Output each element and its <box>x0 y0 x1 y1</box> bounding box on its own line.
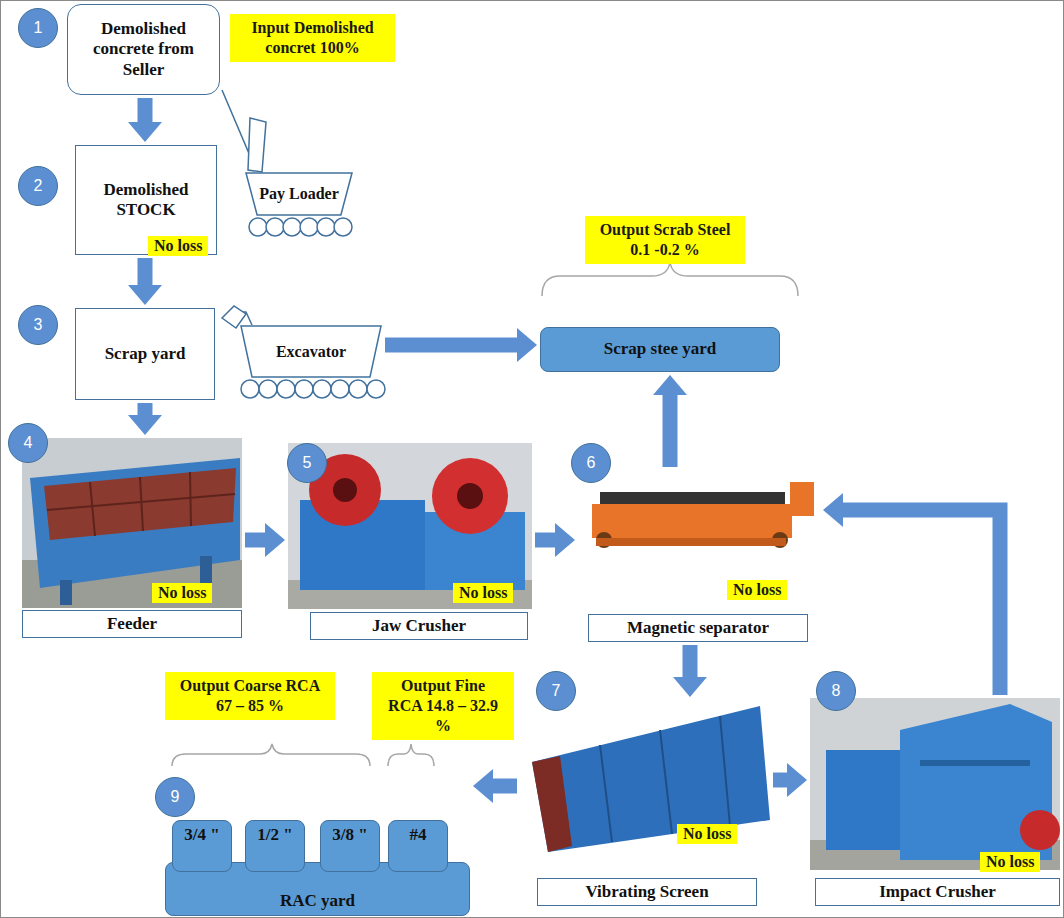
arrow-shaft <box>663 394 678 467</box>
machine-box: Excavator <box>240 325 382 378</box>
flow-arrow <box>473 769 517 803</box>
node-text: Demolished STOCK <box>82 180 210 221</box>
machine-panel: Vibrating Screen <box>520 700 770 906</box>
highlight-note: Output Coarse RCA 67 – 85 % <box>165 672 335 720</box>
loss-badge: No loss <box>727 580 787 600</box>
loss-badge: No loss <box>152 583 212 603</box>
flow-arrow <box>128 258 162 305</box>
machine-box: Pay Loader <box>245 172 353 216</box>
flow-arrow <box>385 328 537 362</box>
arrow-head <box>128 122 162 142</box>
arrow-shaft <box>492 779 517 794</box>
loss-badge: No loss <box>453 583 513 603</box>
arrow-head <box>787 763 807 797</box>
process-box: Scrap yard <box>75 308 215 400</box>
node-text: Excavator <box>276 342 346 361</box>
node-text: Pay Loader <box>259 184 339 203</box>
flow-arrow <box>673 645 707 697</box>
node-text: Scrap yard <box>105 344 186 364</box>
yard-band: RAC yard 3/4 " 1/2 " 3/8 " #4 <box>165 820 470 916</box>
arrow-head <box>473 769 493 803</box>
callout-number: 2 <box>18 166 58 206</box>
machine-caption: Vibrating Screen <box>537 878 757 906</box>
callout-number: 1 <box>18 8 58 48</box>
node-text: Scrap stee yard <box>604 339 716 359</box>
arrow-shaft <box>773 773 788 788</box>
machine-caption: Impact Crusher <box>815 878 1060 906</box>
callout-number: 8 <box>816 671 856 711</box>
callout-number: 3 <box>18 305 58 345</box>
machine-panel: Feeder <box>22 438 242 638</box>
flow-arrow <box>653 375 687 467</box>
flow-arrow <box>823 493 1000 695</box>
highlight-note: Output Scrab Steel 0.1 -0.2 % <box>585 216 745 264</box>
arrow-shaft <box>245 533 266 548</box>
highlight-note: Output Fine RCA 14.8 – 32.9 % <box>372 672 514 740</box>
loss-badge: No loss <box>980 852 1040 872</box>
machine-panel: Magnetic separator <box>578 470 820 642</box>
flow-arrow <box>128 403 162 435</box>
node-text: 1/2 " <box>248 825 302 845</box>
size-box: #4 <box>388 820 448 872</box>
callout-number: 9 <box>155 777 195 817</box>
arrow-head <box>673 677 707 697</box>
callout-number: 7 <box>536 671 576 711</box>
arrow-shaft <box>683 645 698 678</box>
node-text: #4 <box>391 825 445 845</box>
size-box: 3/8 " <box>320 820 380 872</box>
arrow-head <box>128 415 162 435</box>
machine-caption: Jaw Crusher <box>310 612 528 640</box>
arrow-shaft <box>385 338 518 353</box>
arrow-head <box>517 328 537 362</box>
size-box: 3/4 " <box>172 820 232 872</box>
node-text: Demolished concrete from Seller <box>74 19 213 80</box>
process-box: Demolished concrete from Seller <box>67 4 220 95</box>
machine-panel: Impact Crusher <box>810 698 1060 906</box>
loss-badge: No loss <box>677 824 737 844</box>
node-text: RAC yard <box>165 891 470 911</box>
node-text: 3/8 " <box>323 825 377 845</box>
trapezoid-shape <box>246 173 352 215</box>
arrow-head <box>265 523 285 557</box>
arrow-shaft <box>138 403 153 416</box>
arrow-head <box>823 493 843 527</box>
callout-number: 6 <box>571 443 611 483</box>
arrow-shaft <box>842 510 1000 695</box>
machine-panel: Jaw Crusher <box>288 443 532 640</box>
arrow-head <box>555 523 575 557</box>
arrow-head <box>653 375 687 395</box>
machine-caption: Magnetic separator <box>588 614 808 642</box>
yard-box: Scrap stee yard <box>540 327 780 372</box>
machine-caption: Feeder <box>22 610 242 638</box>
arrow-shaft <box>535 533 556 548</box>
flow-arrow <box>128 98 162 142</box>
callout-number: 5 <box>287 443 327 483</box>
flow-arrow <box>535 523 575 557</box>
node-text: 3/4 " <box>175 825 229 845</box>
flow-arrow <box>773 763 807 797</box>
flow-arrow <box>245 523 285 557</box>
arrow-head <box>128 285 162 305</box>
arrow-shaft <box>138 258 153 286</box>
trapezoid-shape <box>241 326 381 377</box>
size-box: 1/2 " <box>245 820 305 872</box>
loss-badge: No loss <box>148 236 208 256</box>
highlight-note: Input Demolished concret 100% <box>230 14 395 62</box>
callout-number: 4 <box>8 423 48 463</box>
arrow-shaft <box>138 98 153 123</box>
